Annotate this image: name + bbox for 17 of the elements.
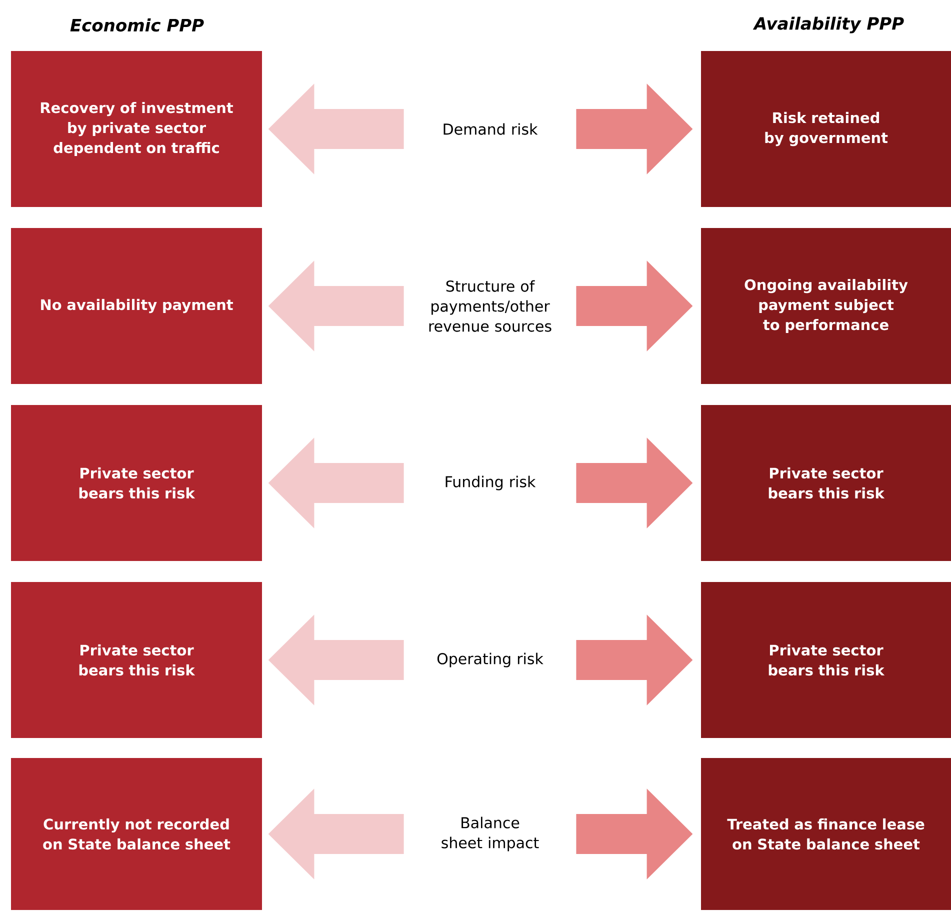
risk-box: Ongoing availability payment subject to performance (701, 228, 951, 384)
risk-box: Private sector bears this risk (11, 405, 262, 561)
risk-category-text: Operating risk (437, 652, 544, 668)
risk-category-text: Demand risk (444, 123, 538, 135)
risk-box: Private sector bears this risk (701, 582, 951, 738)
risk-box: Currently not recorded on State balance sheet (11, 758, 262, 910)
risk-box: Treated as finance lease on State balance sheet (701, 758, 951, 910)
column-heading: Economic PPP (70, 18, 204, 32)
risk-category-text: Structure of payments/other revenue sources (429, 280, 552, 332)
risk-category-text: Balance sheet impact (442, 816, 539, 852)
risk-box: Private sector bears this risk (701, 405, 951, 561)
risk-box: Private sector bears this risk (11, 582, 262, 738)
risk-box: Recovery of investment by private sector dependent on traffic (11, 51, 262, 207)
risk-box: No availability payment (11, 228, 262, 384)
column-heading: Availability PPP (752, 16, 904, 34)
risk-category-text: Funding risk (446, 476, 536, 490)
risk-box: Risk retained by government (701, 51, 951, 207)
